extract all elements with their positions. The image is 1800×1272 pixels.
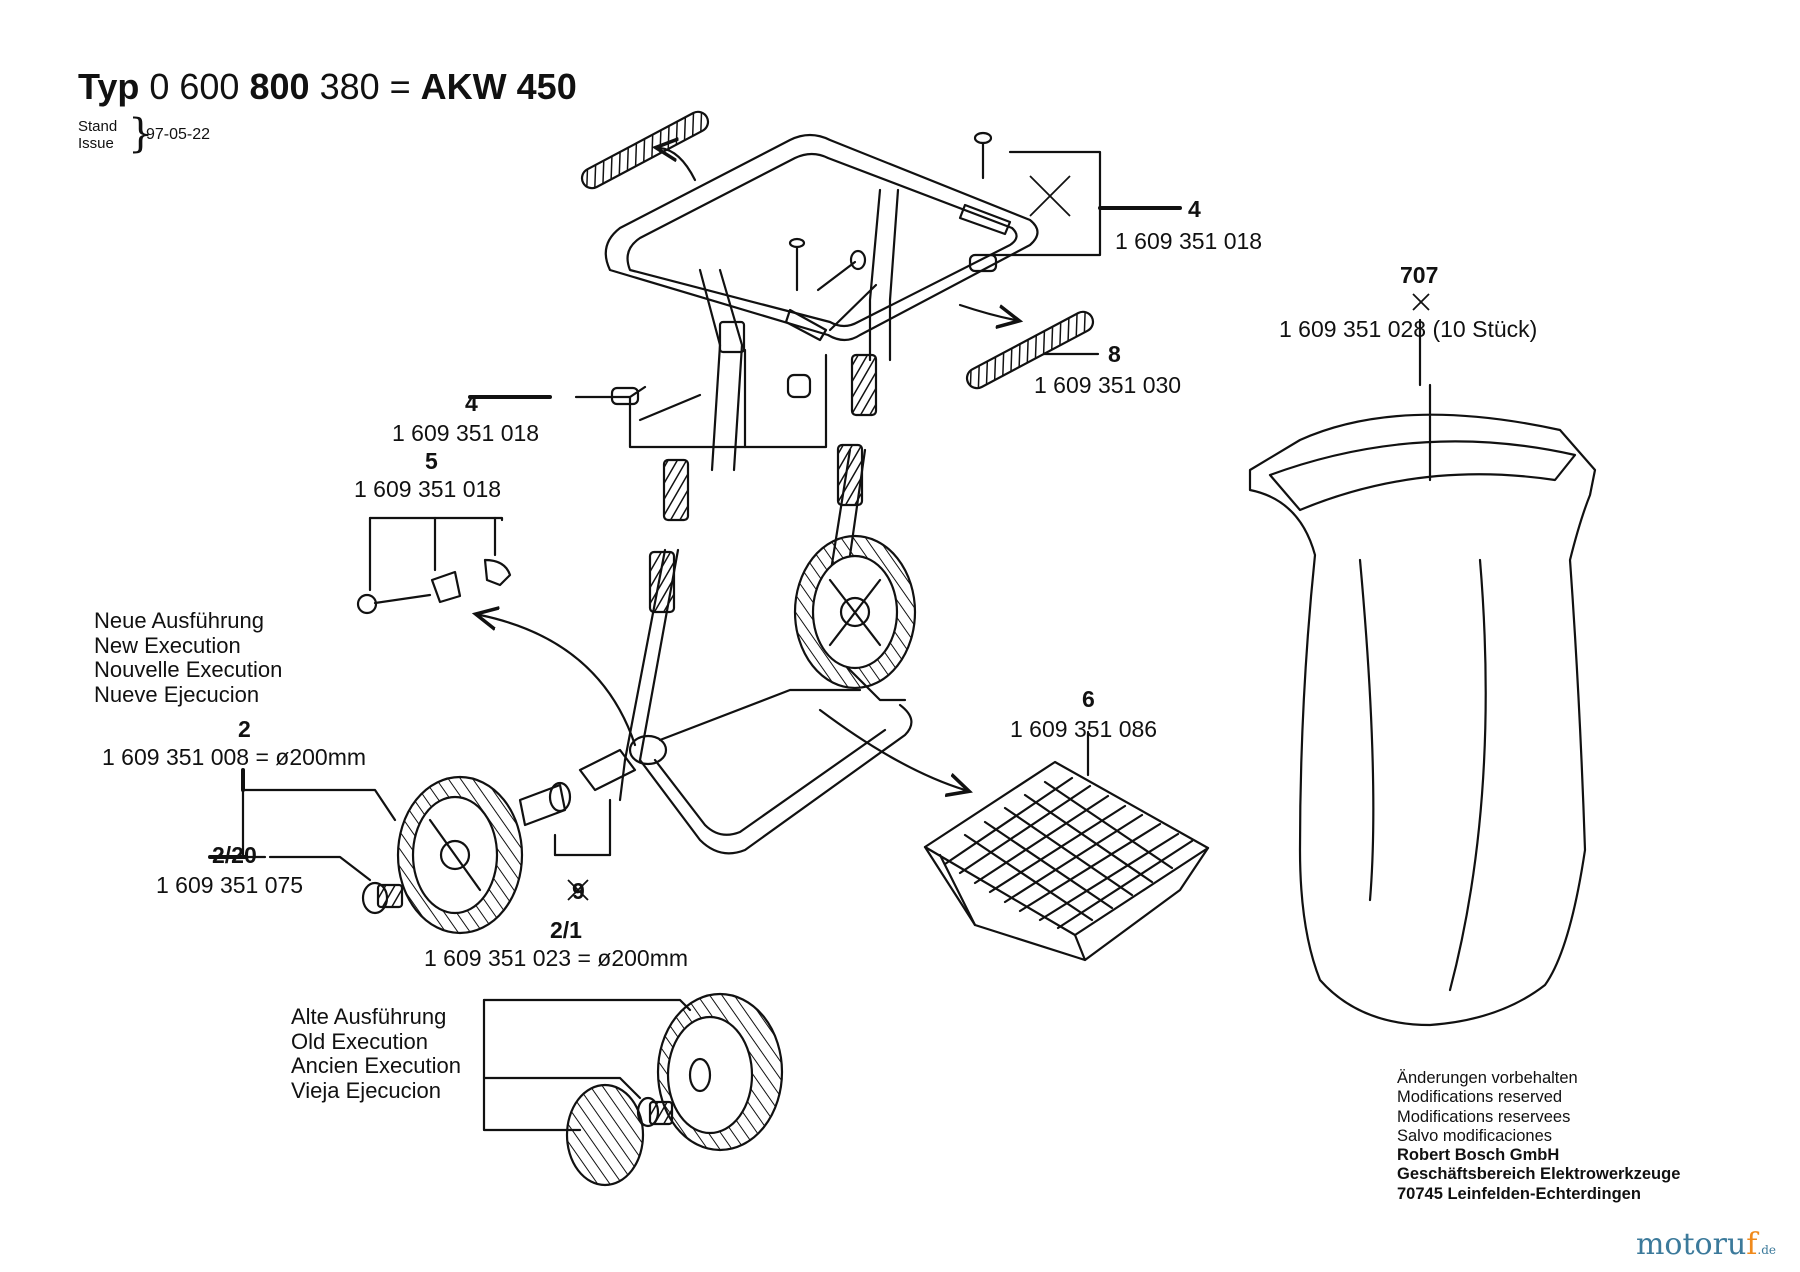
part-no-2: 1 609 351 008 = ø200mm xyxy=(102,744,367,770)
watermark-logo: motoruf.de xyxy=(1636,1227,1776,1262)
part-no-8: 1 609 351 030 xyxy=(1034,372,1182,398)
company-name: Robert Bosch GmbH xyxy=(1397,1146,1560,1165)
part-no-707: 1 609 351 028 (10 Stück) xyxy=(1279,316,1538,342)
issue-label: Issue xyxy=(78,135,114,152)
part-number-2-1: 2/1 xyxy=(550,917,582,943)
page-title: Typ 0 600 800 380 = AKW 450 xyxy=(78,66,577,108)
note-line: Neue Ausführung xyxy=(94,608,265,633)
old-execution-note: Alte Ausführung Old Execution Ancien Exe… xyxy=(291,1004,461,1103)
note-line: Old Execution xyxy=(291,1028,428,1054)
note-line: Nouvelle Execution xyxy=(94,657,283,682)
company-division: Geschäftsbereich Elektrowerkzeuge xyxy=(1397,1165,1681,1184)
part-number-5: 5 xyxy=(425,448,438,474)
brace-icon: } xyxy=(128,111,154,157)
watermark-brand: motoru xyxy=(1635,1227,1747,1262)
wheel-icon xyxy=(793,534,917,690)
part-number-2-20: 2/20 xyxy=(212,842,257,868)
hubcap-icon xyxy=(565,1083,674,1187)
part-no-6: 1 609 351 086 xyxy=(1010,716,1158,742)
code-suffix: 380 = xyxy=(319,66,411,107)
watermark-brand-f: f xyxy=(1746,1227,1758,1262)
axle-icon xyxy=(518,781,612,857)
wheel-icon xyxy=(656,992,784,1152)
part-number-9: 9 xyxy=(572,878,585,904)
company-address: 70745 Leinfelden-Echterdingen xyxy=(1397,1184,1641,1203)
note-line: Ancien Execution xyxy=(291,1053,461,1078)
clip-icon xyxy=(610,203,1012,406)
part-number-6: 6 xyxy=(1082,686,1095,712)
part-no-5: 1 609 351 018 xyxy=(354,476,502,502)
part-number-2: 2 xyxy=(238,716,251,742)
note-line: Alte Ausführung xyxy=(291,1004,447,1029)
part-number-4a: 4 xyxy=(1188,196,1201,222)
typ-label: Typ xyxy=(78,66,140,107)
part-no-4b: 1 609 351 018 xyxy=(392,420,540,446)
footer-line: Salvo modificaciones xyxy=(1397,1126,1552,1145)
footer-line: Modifications reserved xyxy=(1397,1088,1563,1107)
note-line: New Execution xyxy=(94,632,241,658)
code-bold: 800 xyxy=(249,66,310,107)
bag-icon xyxy=(1248,383,1597,1027)
basket-icon xyxy=(923,730,1210,962)
new-execution-note: Neue Ausführung New Execution Nouvelle E… xyxy=(94,608,283,707)
part-no-4a: 1 609 351 018 xyxy=(1115,228,1263,254)
part-number-707: 707 xyxy=(1400,262,1439,288)
watermark-tld: .de xyxy=(1757,1243,1776,1257)
screw-icon xyxy=(361,881,404,915)
not-shown-cross-icon xyxy=(567,175,1430,901)
footer-line: Modifications reservees xyxy=(1397,1107,1571,1126)
stand-issue-labels: Stand Issue xyxy=(78,118,117,152)
bolt-icon xyxy=(356,558,512,615)
part-number-4b: 4 xyxy=(465,390,478,416)
model-name: AKW 450 xyxy=(420,66,577,107)
stand-date: 97-05-22 xyxy=(146,126,211,143)
part-no-2-20: 1 609 351 075 xyxy=(156,872,304,898)
wheel-icon xyxy=(396,775,524,935)
handle-grip-icon xyxy=(580,110,1095,390)
handle-frame-icon xyxy=(604,133,1039,522)
footer-line: Änderungen vorbehalten xyxy=(1397,1069,1578,1087)
footer-notice: Änderungen vorbehalten Modifications res… xyxy=(1397,1069,1680,1204)
part-no-2-1: 1 609 351 023 = ø200mm xyxy=(424,945,689,971)
code-prefix: 0 600 xyxy=(149,66,240,107)
note-line: Vieja Ejecucion xyxy=(291,1077,442,1103)
part-number-8: 8 xyxy=(1108,341,1121,367)
note-line: Nueve Ejecucion xyxy=(94,681,260,707)
bolt-icon xyxy=(788,131,993,292)
stand-label: Stand xyxy=(78,118,118,135)
